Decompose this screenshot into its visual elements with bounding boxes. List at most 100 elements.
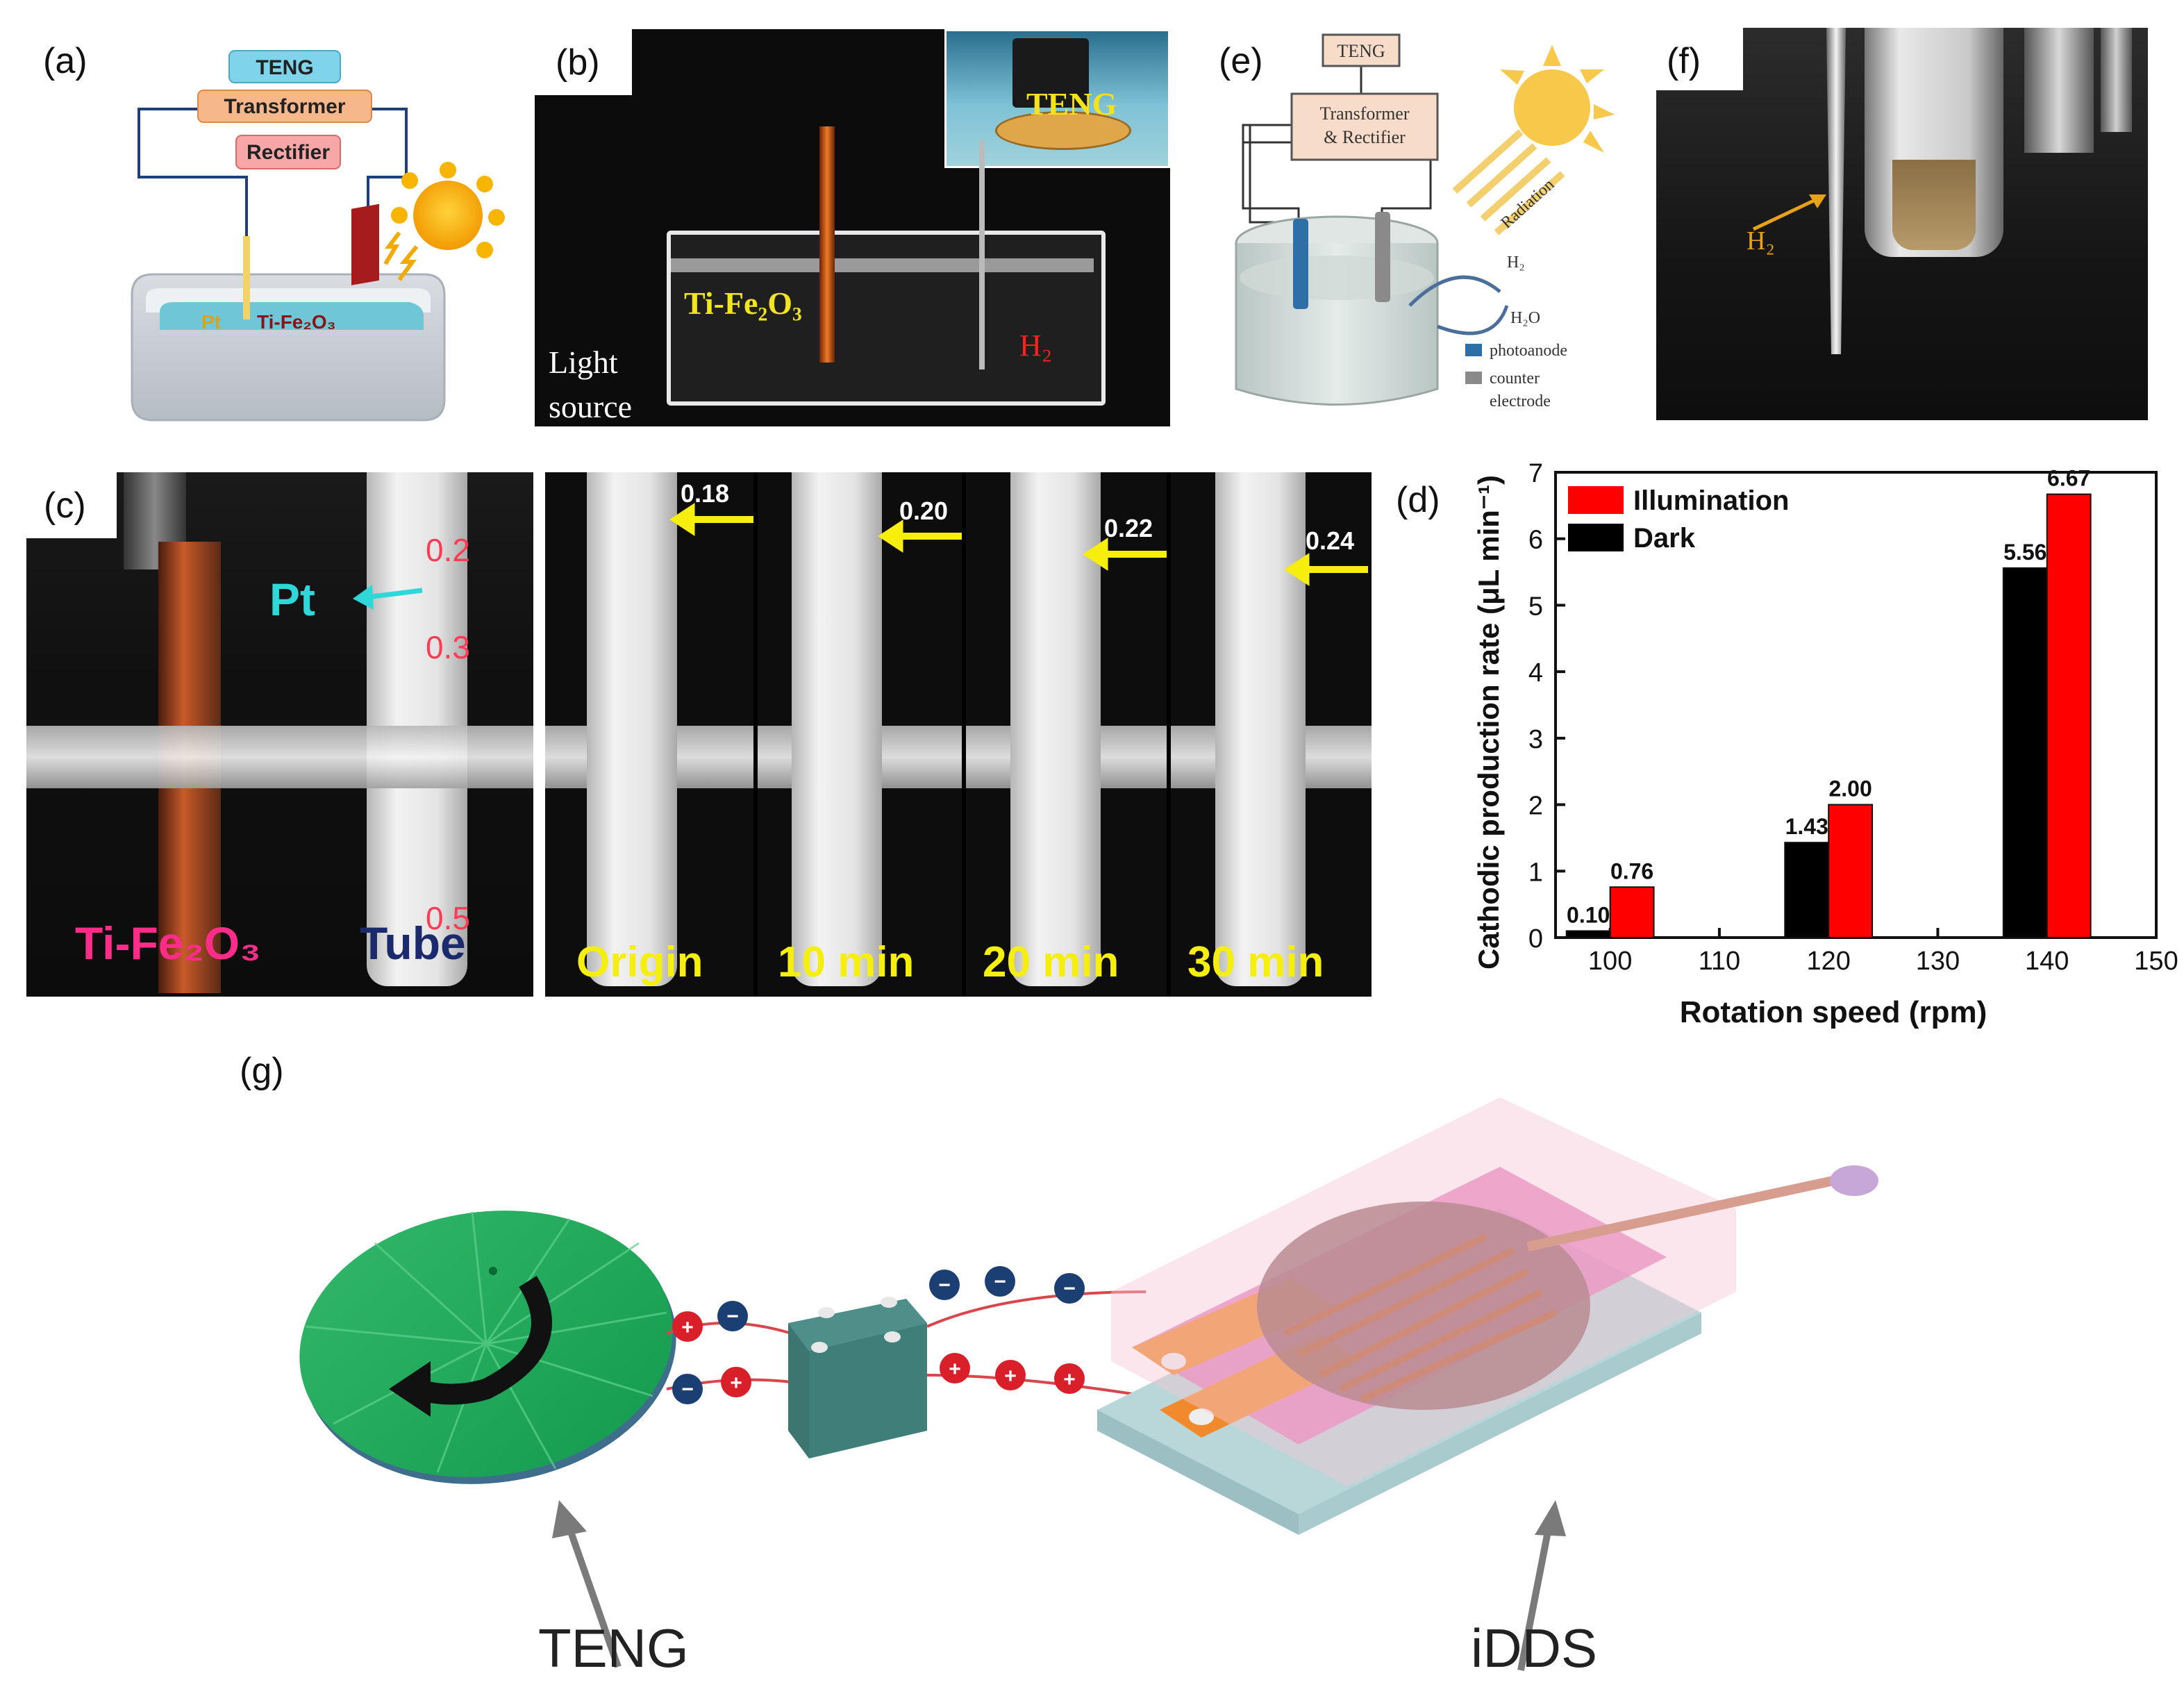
legend-photoanode-label: photoanode <box>1490 342 1567 360</box>
svg-text:−: − <box>994 1270 1006 1293</box>
pt-arrow <box>366 588 423 600</box>
y-tick-label: 4 <box>1528 658 1543 688</box>
teng-box <box>228 50 341 83</box>
svg-text:+: + <box>949 1358 961 1381</box>
bar-value-label: 0.10 <box>1567 902 1610 927</box>
pt-label: Pt <box>201 311 221 333</box>
positive-charge-icon: + <box>995 1360 1026 1390</box>
sun-icon <box>1500 45 1615 153</box>
charge-icons: + − − + − − − + + + <box>672 1266 1085 1404</box>
rectifier-label: Rectifier <box>247 141 330 164</box>
bar-illumination <box>1609 886 1655 938</box>
panel-b-photo: (b) TENG Ti-Fe₂O₃ H₂ Light source <box>535 29 1170 426</box>
rectifier-box <box>235 135 341 169</box>
frame-time-origin: Origin <box>576 938 703 986</box>
svg-text:−: − <box>938 1274 951 1297</box>
teng-caption: TENG <box>538 1618 689 1679</box>
tick-label-03: 0.3 <box>426 629 470 665</box>
panel-f-label: (f) <box>1667 41 1701 81</box>
bar-illumination <box>1828 804 1874 939</box>
frame-time-20min: 20 min <box>983 938 1119 986</box>
y-tick-label: 0 <box>1528 924 1543 954</box>
chart-y-axis-label: Cathodic production rate (μL min⁻¹) <box>1472 475 1505 970</box>
svg-text:+: + <box>1004 1365 1017 1388</box>
frame-reading-30min: 0.24 <box>1306 526 1355 555</box>
teng-box-label: TENG <box>1337 41 1385 61</box>
legend-label-illumination: Illumination <box>1633 485 1789 516</box>
panel-e-schematic: Transformer & Rectifier TENG Radiation H… <box>1235 33 1615 410</box>
h2-label: H₂ <box>1747 226 1775 256</box>
sun-icon <box>383 162 505 281</box>
ti-fe2o3-photo-label: Ti-Fe₂O₃ <box>684 285 802 321</box>
y-tick-label: 5 <box>1528 592 1543 621</box>
legend-counter-line2: electrode <box>1490 392 1551 410</box>
positive-charge-icon: + <box>940 1353 970 1383</box>
panel-a-schematic: TENG Transformer Rectifier Pt Ti-Fe₂O₃ <box>131 50 505 422</box>
ti-fe2o3-label: Ti-Fe₂O₃ <box>257 311 336 333</box>
x-tick-label: 130 <box>1916 947 1960 976</box>
x-tick-label: 120 <box>1806 947 1850 976</box>
bar-dark <box>1565 930 1611 939</box>
teng-inset-label: TENG <box>1026 86 1117 122</box>
bar-value-label: 0.76 <box>1610 858 1653 883</box>
panel-f-photo: (f) H₂ <box>1656 28 2148 420</box>
teng-inset-photo: TENG <box>944 29 1170 168</box>
y-tick-label: 7 <box>1528 459 1543 488</box>
panel-a-label: (a) <box>43 41 87 81</box>
panel-b-label-bg <box>535 29 632 95</box>
tick-label-05: 0.5 <box>426 900 470 936</box>
pt-photo-label: Pt <box>269 574 315 625</box>
x-tick-label: 100 <box>1588 947 1632 976</box>
panel-c-photo-sequence: 0.18 0.20 0.22 0.24 Origin 10 min 20 min… <box>545 472 1372 997</box>
svg-text:−: − <box>1063 1277 1076 1300</box>
x-tick-label: 140 <box>2025 947 2069 976</box>
frame-time-30min: 30 min <box>1187 938 1324 986</box>
negative-charge-icon: − <box>1054 1273 1085 1304</box>
legend-label-dark: Dark <box>1633 523 1696 554</box>
x-tick-label: 110 <box>1699 947 1741 976</box>
light-source-line2: source <box>549 389 633 424</box>
bar-value-label: 2.00 <box>1828 776 1872 801</box>
frame-reading-10min: 0.20 <box>899 497 949 525</box>
panel-c-label: (c) <box>44 485 86 526</box>
panel-b-label: (b) <box>556 42 600 83</box>
positive-charge-icon: + <box>1054 1363 1085 1394</box>
light-source-line1: Light <box>549 344 618 380</box>
panel-e-label: (e) <box>1219 41 1263 81</box>
svg-text:+: + <box>1063 1368 1076 1391</box>
bar-value-label: 6.67 <box>2047 466 2090 491</box>
transformer-box <box>197 90 372 123</box>
frame-time-10min: 10 min <box>778 938 915 986</box>
pt-electrode <box>243 236 250 319</box>
h2o-label: H₂O <box>1510 309 1540 327</box>
panel-c-photo-left: (c) 0.2 0.3 0.5 Pt Ti-Fe₂O₃ Tube <box>26 472 533 997</box>
negative-charge-icon: − <box>929 1270 960 1300</box>
positive-charge-icon: + <box>672 1311 703 1342</box>
tick-label-02: 0.2 <box>426 532 470 568</box>
transformer-label: Transformer <box>224 95 345 118</box>
negative-charge-icon: − <box>717 1301 748 1331</box>
legend-swatch-illumination <box>1568 486 1624 514</box>
frame-reading-20min: 0.22 <box>1104 514 1153 542</box>
tube-photo-label: Tube <box>360 917 466 969</box>
negative-charge-icon: − <box>985 1266 1015 1297</box>
legend-swatch-dark <box>1568 524 1624 551</box>
bar-value-label: 5.56 <box>2003 540 2047 565</box>
bar-illumination <box>2046 493 2092 939</box>
y-tick-label: 2 <box>1528 792 1543 821</box>
teng-label: TENG <box>256 56 313 79</box>
light-source-label: Light source <box>549 340 632 429</box>
panel-g-label: (g) <box>240 1051 284 1091</box>
counter-electrode <box>1375 212 1390 302</box>
transformer-rectifier-line2: & Rectifier <box>1324 127 1406 147</box>
bar-dark <box>2002 567 2048 939</box>
negative-charge-icon: − <box>672 1374 703 1404</box>
ti-fe2o3-photo-label: Ti-Fe₂O₃ <box>75 917 261 969</box>
chart-x-axis-label: Rotation speed (rpm) <box>1680 995 1987 1029</box>
teng-pointer-arrow <box>566 1527 622 1668</box>
positive-charge-icon: + <box>721 1367 751 1397</box>
legend-counter-line1: counter <box>1490 369 1540 388</box>
panel-g-illustration: + − − + − − − + + + <box>299 1097 1878 1671</box>
idds-caption: iDDS <box>1471 1618 1598 1679</box>
